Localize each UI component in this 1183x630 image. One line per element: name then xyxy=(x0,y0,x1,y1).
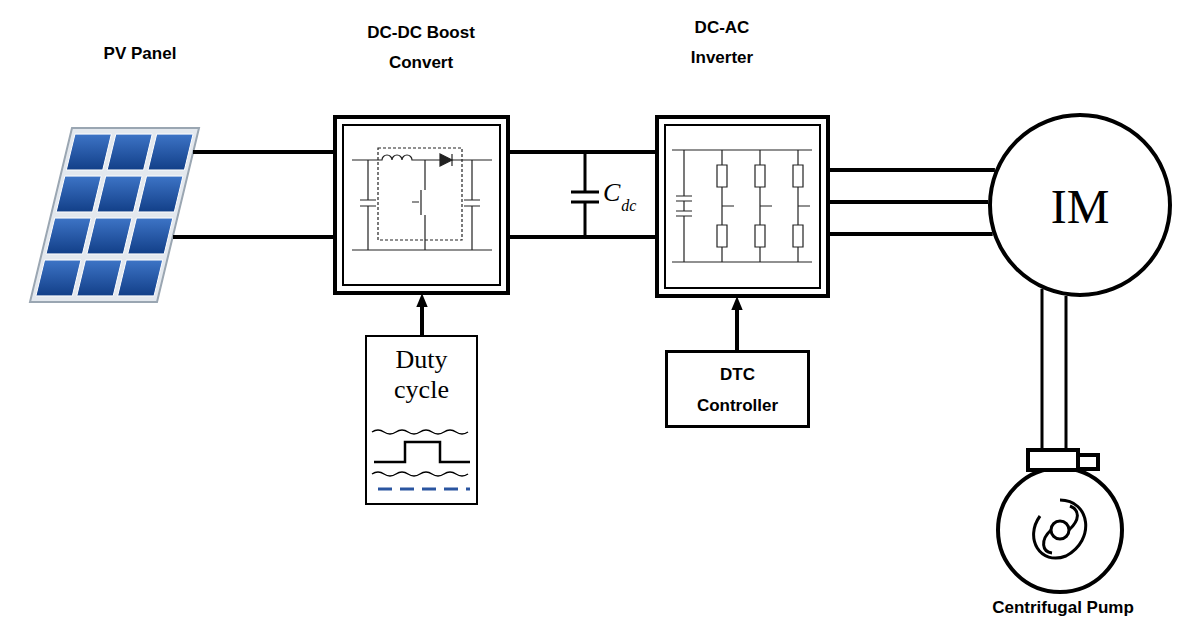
control-arrow xyxy=(420,305,424,335)
pv-cell xyxy=(46,218,91,254)
pv-cell xyxy=(66,134,111,170)
block-label: IM xyxy=(1051,181,1110,234)
inverter-box: DC-AC Inverter xyxy=(655,115,830,298)
centrifugal-pump: Centrifugal Pump xyxy=(995,450,1125,593)
inverter-schematic xyxy=(672,150,812,262)
block-heading: DC-DC Boost Convert xyxy=(356,18,486,79)
block-heading: DC-AC Inverter xyxy=(672,13,772,74)
dc-link-wire xyxy=(510,152,655,237)
pv-cells xyxy=(36,134,193,296)
symbol-subscript: dc xyxy=(621,198,636,214)
boost-converter-box: DC-DC Boost Convert xyxy=(333,115,510,295)
block-label: Duty cycle xyxy=(382,345,462,405)
pv-cell xyxy=(87,218,132,254)
pump-illustration xyxy=(998,450,1122,592)
block-heading: PV Panel xyxy=(65,39,215,70)
pv-panel-frame xyxy=(30,128,199,302)
three-phase-wire xyxy=(830,170,995,234)
pv-cell xyxy=(56,176,101,212)
inner-frame xyxy=(342,124,501,286)
pv-cell xyxy=(77,260,122,296)
duty-cycle-box: Duty cycle xyxy=(365,335,478,505)
pv-cell xyxy=(148,134,193,170)
motor-shaft xyxy=(1042,289,1066,450)
component-symbol: C xyxy=(603,180,620,206)
pv-cell xyxy=(128,218,173,254)
control-arrow xyxy=(735,308,739,350)
motor-circle: IM xyxy=(988,113,1172,297)
block-heading: Centrifugal Pump xyxy=(973,593,1153,624)
switch-leg xyxy=(717,150,734,262)
boost-schematic xyxy=(352,148,492,250)
block-label: DTC Controller xyxy=(688,360,788,421)
switch-leg xyxy=(755,150,772,262)
connector-layer xyxy=(173,152,1066,450)
capacitor-symbol xyxy=(571,152,599,237)
pv-cell xyxy=(97,176,142,212)
power-wire xyxy=(173,152,333,237)
pv-cell xyxy=(138,176,183,212)
pv-cell xyxy=(107,134,152,170)
pv-cell xyxy=(36,260,81,296)
pv-panel: PV Panel xyxy=(28,128,199,302)
inner-frame xyxy=(664,124,821,289)
controller-box: DTC Controller xyxy=(665,350,810,428)
pwm-waveform xyxy=(372,430,470,489)
pv-cell xyxy=(118,260,163,296)
switch-leg xyxy=(793,150,810,262)
